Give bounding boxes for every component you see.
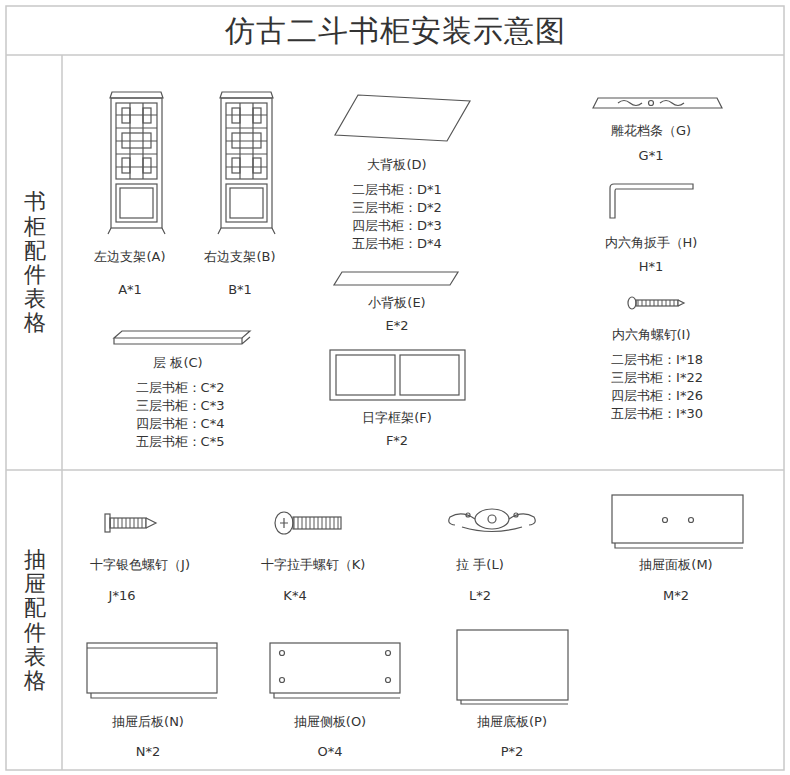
part-label: 小背板(E) bbox=[368, 295, 425, 311]
part-label: K*4 bbox=[283, 588, 306, 604]
bracket-left bbox=[108, 92, 165, 234]
bracket-right bbox=[218, 92, 275, 234]
part-label: 雕花档条（G) bbox=[611, 123, 691, 139]
part-label: 拉 手(L) bbox=[456, 557, 504, 573]
part-label: 四层书柜：D*3 bbox=[352, 218, 442, 234]
table-grid bbox=[6, 6, 784, 770]
large-back-panel bbox=[335, 95, 470, 141]
part-label: 抽屉后板(N) bbox=[112, 714, 184, 730]
carved-bar bbox=[593, 98, 722, 108]
part-label: J*16 bbox=[109, 588, 136, 604]
shelf-board bbox=[114, 331, 250, 344]
hex-wrench bbox=[610, 184, 693, 218]
part-label: M*2 bbox=[663, 588, 689, 604]
part-label: 三层书柜：C*3 bbox=[136, 398, 225, 414]
part-label: A*1 bbox=[118, 282, 142, 298]
part-label: P*2 bbox=[501, 744, 524, 760]
part-label: 层 板(C) bbox=[153, 355, 202, 371]
part-label: 十字拉手螺钉（K) bbox=[261, 557, 366, 573]
drawer-handle bbox=[449, 509, 535, 532]
drawer-front bbox=[612, 495, 743, 548]
hex-screw bbox=[628, 297, 684, 309]
part-label: 大背板(D) bbox=[367, 157, 426, 173]
part-label: 五层书柜：C*5 bbox=[136, 434, 225, 450]
part-label: 五层书柜：D*4 bbox=[352, 236, 442, 252]
header-text: 书柜配件表格 bbox=[24, 190, 46, 335]
part-label: 四层书柜：C*4 bbox=[136, 416, 225, 432]
part-label: 十字银色螺钉（J) bbox=[90, 557, 190, 573]
part-label: 五层书柜：I*30 bbox=[611, 406, 703, 422]
drawer-back bbox=[87, 643, 217, 698]
header-text: 抽屉配件表格 bbox=[24, 548, 46, 693]
part-label: E*2 bbox=[386, 318, 409, 334]
part-label: 抽屉底板(P) bbox=[477, 714, 547, 730]
part-label: 四层书柜：I*26 bbox=[611, 388, 703, 404]
silver-screw bbox=[105, 514, 156, 532]
header-cell: 抽屉配件表格 bbox=[8, 472, 61, 769]
part-label: 三层书柜：D*2 bbox=[352, 200, 442, 216]
small-back-panel bbox=[334, 272, 458, 285]
part-label: N*2 bbox=[136, 744, 161, 760]
part-label: 左边支架(A) bbox=[94, 249, 165, 265]
header-cell: 书柜配件表格 bbox=[8, 57, 61, 469]
handle-screw bbox=[275, 512, 341, 534]
part-label: 二层书柜：D*1 bbox=[352, 182, 442, 198]
part-label: 内六角螺钉(I) bbox=[612, 327, 691, 343]
part-label: 内六角扳手（H) bbox=[605, 235, 698, 251]
drawer-side bbox=[270, 643, 400, 698]
part-label: G*1 bbox=[639, 148, 664, 164]
part-label: 日字框架(F) bbox=[362, 410, 432, 426]
part-label: F*2 bbox=[386, 433, 408, 449]
part-label: 右边支架(B) bbox=[204, 249, 275, 265]
part-label: 二层书柜：C*2 bbox=[136, 380, 225, 396]
diagram-title: 仿古二斗书柜安装示意图 bbox=[225, 11, 566, 52]
part-label: 抽屉侧板(O) bbox=[294, 714, 366, 730]
part-label: L*2 bbox=[469, 588, 491, 604]
frame-f bbox=[330, 350, 465, 400]
part-label: 抽屉面板(M) bbox=[639, 557, 712, 573]
part-label: 三层书柜：I*22 bbox=[611, 370, 703, 386]
part-label: H*1 bbox=[639, 259, 664, 275]
drawer-bottom bbox=[457, 630, 568, 704]
part-label: 二层书柜：I*18 bbox=[611, 352, 703, 368]
part-label: O*4 bbox=[317, 744, 342, 760]
part-label: B*1 bbox=[228, 282, 252, 298]
